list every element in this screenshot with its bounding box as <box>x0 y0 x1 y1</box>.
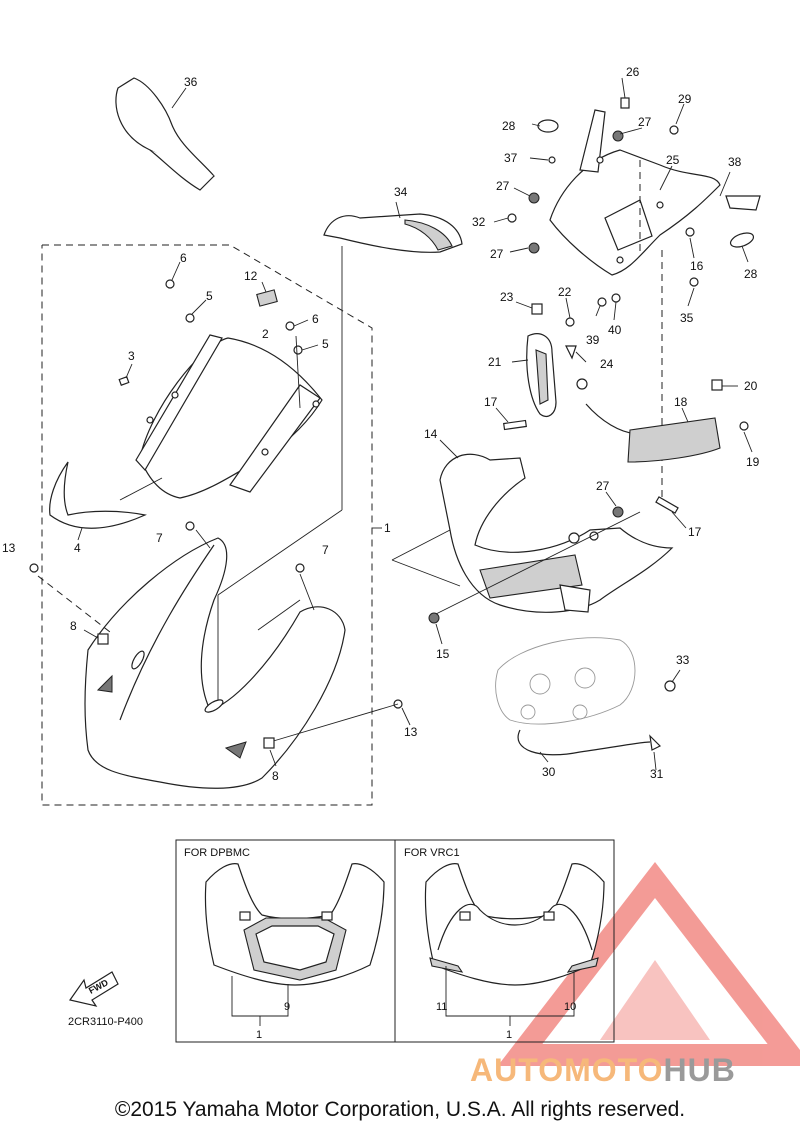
callout-23: 23 <box>500 290 514 304</box>
variant-dpbmc: FOR DPBMC 9 1 <box>184 847 385 1041</box>
callout-18: 18 <box>674 395 688 409</box>
inner-panel-part <box>391 407 687 645</box>
callout-14: 14 <box>424 427 438 441</box>
callout-16: 16 <box>690 259 704 273</box>
watermark-brand-part2: HUB <box>663 1052 736 1088</box>
callout-28b: 28 <box>744 267 758 281</box>
variant-dpbmc-title: FOR DPBMC <box>184 847 250 859</box>
visor-trim-part <box>323 201 463 510</box>
callout-24: 24 <box>600 357 614 371</box>
callout-5a: 5 <box>206 289 213 303</box>
callout-15: 15 <box>436 647 450 661</box>
callout-31: 31 <box>650 767 664 781</box>
inner-trim-part <box>49 461 147 541</box>
variant-vrc1-label-10: 10 <box>564 1001 576 1013</box>
callout-7a: 7 <box>156 531 163 545</box>
callout-3: 3 <box>128 349 135 363</box>
callout-33: 33 <box>676 653 690 667</box>
callout-27b: 27 <box>496 179 510 193</box>
watermark-brand-part1: AUTOMOTO <box>470 1052 664 1088</box>
variant-vrc1: FOR VRC1 11 10 1 <box>404 847 605 1041</box>
callout-29: 29 <box>678 92 692 106</box>
callout-5b: 5 <box>322 337 329 351</box>
callout-17a: 17 <box>484 395 498 409</box>
side-fasteners <box>29 563 411 767</box>
callout-28a: 28 <box>502 119 516 133</box>
callout-21: 21 <box>488 355 502 369</box>
callout-34: 34 <box>394 185 408 199</box>
callout-19: 19 <box>746 455 760 469</box>
bracket-21-group <box>511 293 621 417</box>
callout-6a: 6 <box>180 251 187 265</box>
callout-27c: 27 <box>490 247 504 261</box>
callout-2: 2 <box>262 327 269 341</box>
callout-12: 12 <box>244 269 258 283</box>
cowling-assembly-outline <box>41 244 382 806</box>
callout-25: 25 <box>666 153 680 167</box>
callout-40: 40 <box>608 323 622 337</box>
callout-labels: 36 26 29 28 27 37 25 38 27 34 32 27 16 2… <box>2 65 760 783</box>
callout-35: 35 <box>680 311 694 325</box>
callout-7b: 7 <box>322 543 329 557</box>
callout-38: 38 <box>728 155 742 169</box>
callout-22: 22 <box>558 285 572 299</box>
variant-box: FOR DPBMC 9 1 FOR VRC1 11 10 1 <box>175 839 615 1043</box>
callout-37: 37 <box>504 151 518 165</box>
callout-4: 4 <box>74 541 81 555</box>
callout-30: 30 <box>542 765 556 779</box>
bracket-18-group <box>585 379 753 463</box>
variant-dpbmc-label-1: 1 <box>256 1029 262 1041</box>
fwd-arrow-icon: FWD <box>68 971 119 1007</box>
watermark-text: AUTOMOTOHUB <box>470 1052 736 1089</box>
variant-vrc1-label-1: 1 <box>506 1029 512 1041</box>
callout-20: 20 <box>744 379 758 393</box>
variant-vrc1-label-11: 11 <box>436 1001 447 1013</box>
callout-1a: 1 <box>384 521 391 535</box>
callout-6b: 6 <box>312 312 319 326</box>
variant-vrc1-title: FOR VRC1 <box>404 847 460 859</box>
callout-8a: 8 <box>70 619 77 633</box>
callout-36: 36 <box>184 75 198 89</box>
callout-27a: 27 <box>638 115 652 129</box>
callout-17b: 17 <box>688 525 702 539</box>
copyright-notice: ©2015 Yamaha Motor Corporation, U.S.A. A… <box>114 1098 686 1121</box>
variant-dpbmc-label-9: 9 <box>284 1001 290 1013</box>
mirror-part <box>115 77 215 191</box>
callout-13a: 13 <box>2 541 16 555</box>
diagram-reference-code: 2CR3110-P400 <box>68 1016 144 1028</box>
callout-32: 32 <box>472 215 486 229</box>
callout-8b: 8 <box>272 769 279 783</box>
callout-27d: 27 <box>596 479 610 493</box>
callout-13b: 13 <box>404 725 418 739</box>
front-cowl-part <box>84 509 346 789</box>
windscreen-part <box>119 334 323 501</box>
headlight-ghost <box>495 637 681 771</box>
callout-39: 39 <box>586 333 600 347</box>
callout-26: 26 <box>626 65 640 79</box>
small-fasteners-upper <box>118 261 319 409</box>
cowl-stay-bracket <box>493 77 761 500</box>
